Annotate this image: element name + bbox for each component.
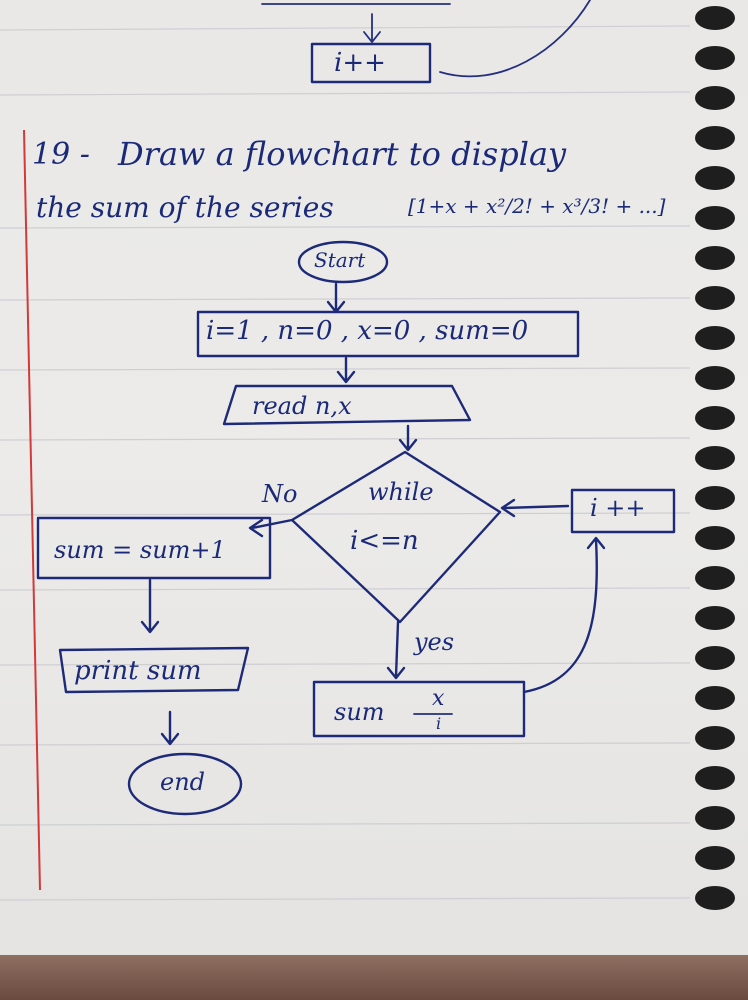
increment-label: i ++: [590, 494, 646, 522]
input-parallelogram: [222, 384, 472, 426]
table-surface: [0, 955, 748, 1000]
input-label: read n,x: [252, 392, 352, 420]
decision-diamond: [290, 450, 502, 624]
start-label: Start: [314, 248, 366, 272]
arrow-increment-decision: [500, 498, 570, 518]
print-label: print sum: [74, 656, 202, 686]
end-label: end: [160, 768, 206, 796]
loop-fraction-numerator: x: [432, 686, 445, 711]
arrow-input-decision: [398, 424, 418, 452]
no-label: No: [262, 480, 298, 508]
arrow-print-end: [160, 710, 180, 746]
series-expression: [1+x + x²/2! + x³/3! + ...]: [408, 194, 666, 218]
arrow-no: [248, 518, 294, 538]
init-box: [196, 310, 580, 358]
decision-condition-label: i<=n: [350, 526, 419, 556]
loop-process-label: sum: [334, 698, 385, 726]
no-process-label: sum = sum+1: [54, 536, 226, 564]
previous-increment-text: i++: [334, 48, 386, 78]
arrow-loop-up: [522, 538, 598, 694]
question-line1: Draw a flowchart to display: [118, 135, 567, 173]
no-process-box: [36, 516, 272, 580]
loop-process-box: [312, 680, 526, 738]
yes-label: yes: [414, 628, 455, 656]
arrow-init-input: [336, 356, 356, 384]
loop-fraction-denominator: i: [436, 714, 442, 733]
margin-line: [23, 129, 41, 891]
arrow-sum-print: [140, 578, 160, 634]
end-terminator: [127, 752, 243, 816]
decision-while-label: while: [368, 478, 434, 506]
init-label: i=1 , n=0 , x=0 , sum=0: [206, 316, 529, 346]
question-line2: the sum of the series: [36, 191, 334, 224]
increment-box: [570, 488, 676, 534]
start-terminator: [297, 240, 389, 284]
question-number: 19 -: [32, 137, 90, 172]
print-parallelogram: [58, 646, 250, 694]
arrow-yes: [386, 620, 406, 680]
